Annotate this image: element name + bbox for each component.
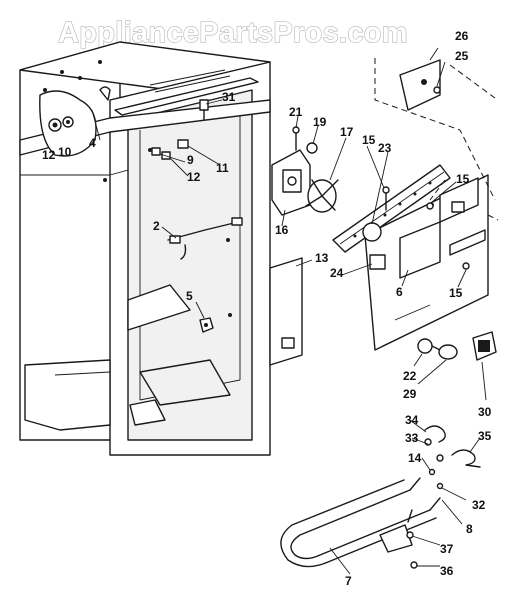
part-22-lamp-socket (417, 338, 458, 360)
fan-motor-assembly (271, 126, 339, 216)
callout-29: 29 (403, 387, 417, 401)
part-37-36-bracket (379, 509, 418, 569)
callout-14: 14 (408, 451, 422, 465)
control-housing (39, 86, 111, 157)
fastener-screws (382, 186, 470, 270)
part-31-clip (199, 99, 209, 121)
part-30-switch (472, 331, 497, 361)
callout-leaders (91, 47, 487, 575)
callout-11: 11 (216, 161, 229, 175)
callout-34: 34 (405, 413, 419, 427)
part-34-35-wires (424, 425, 481, 490)
callout-10: 10 (58, 145, 72, 159)
callout-7: 7 (345, 574, 352, 588)
callout-15-a: 15 (362, 133, 376, 147)
callout-13: 13 (315, 251, 329, 265)
part-2-wire-harness (167, 217, 243, 260)
callout-15-b: 15 (456, 172, 470, 186)
callout-17: 17 (340, 125, 354, 139)
callout-4: 4 (89, 136, 96, 150)
part-26-cover (399, 59, 441, 111)
callout-2: 2 (153, 219, 160, 233)
callout-9: 9 (187, 153, 194, 167)
callout-30: 30 (478, 405, 492, 419)
part-13-cover (269, 257, 303, 366)
part-24-control-panel (362, 174, 489, 351)
callout-24: 24 (330, 266, 344, 280)
callout-35: 35 (478, 429, 492, 443)
callout-12-a: 12 (42, 148, 56, 162)
callout-16: 16 (275, 223, 289, 237)
callout-32: 32 (472, 498, 486, 512)
callout-22: 22 (403, 369, 417, 383)
callout-6: 6 (396, 285, 403, 299)
callout-8: 8 (466, 522, 473, 536)
callout-36: 36 (440, 564, 454, 578)
leader-lines (374, 58, 499, 221)
cabinet-liner (19, 41, 271, 456)
part-7-heater (280, 477, 441, 568)
callout-23: 23 (378, 141, 392, 155)
callout-labels: 26 25 31 21 19 17 15 23 15 4 12 10 9 11 … (42, 29, 492, 588)
callout-37: 37 (440, 542, 454, 556)
part-5-fitting (199, 317, 214, 333)
callout-19: 19 (313, 115, 327, 129)
callout-26: 26 (455, 29, 469, 43)
callout-31: 31 (222, 90, 236, 104)
callout-25: 25 (455, 49, 469, 63)
callout-5: 5 (186, 289, 193, 303)
callout-12-b: 12 (187, 170, 201, 184)
callout-15-c: 15 (449, 286, 463, 300)
callout-21: 21 (289, 105, 303, 119)
callout-33: 33 (405, 431, 419, 445)
